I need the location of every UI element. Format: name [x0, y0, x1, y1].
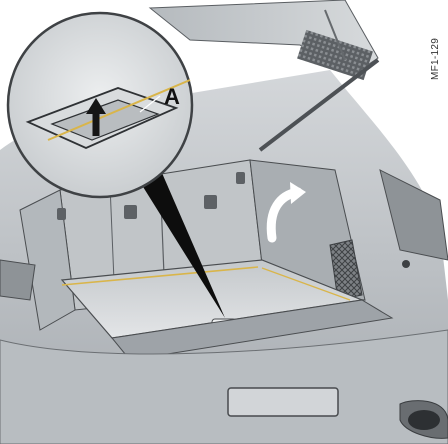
seat-latch-2 — [204, 195, 217, 209]
license-plate-recess — [228, 388, 338, 416]
seat-latch-1 — [124, 205, 137, 219]
seat-latch-3 — [236, 172, 245, 184]
figure-code: MF1-129 — [430, 20, 444, 80]
callout-label: A — [164, 84, 180, 110]
